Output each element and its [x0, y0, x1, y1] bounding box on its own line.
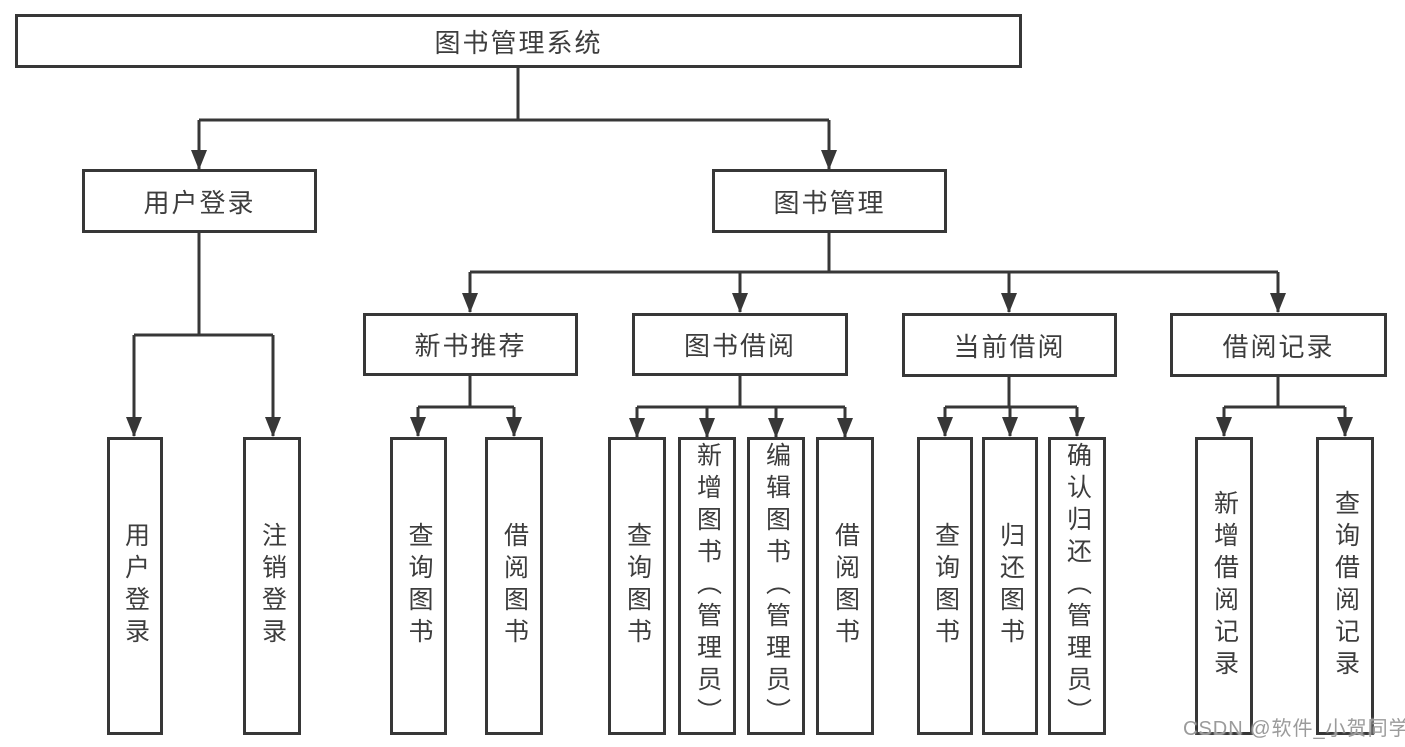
node-user-login-branch: 用户登录: [82, 169, 317, 233]
node-label: 借阅图书: [831, 522, 860, 650]
node-label: 图书管理: [773, 187, 886, 218]
node-book-borrow: 图书借阅: [632, 313, 848, 376]
node-label: 图书借阅: [683, 331, 796, 361]
node-label: 查询图书: [405, 522, 433, 650]
leaf-cb-confirm-return-admin: 确认归还（管理员）: [1048, 437, 1106, 735]
node-label: 借阅记录: [1222, 331, 1335, 362]
edge-borrow-record-children: [1216, 377, 1353, 437]
node-label: 用户登录: [121, 522, 150, 650]
node-label: 查询借阅记录: [1331, 490, 1360, 682]
csdn-watermark: CSDN @软件_小贺同学: [1183, 718, 1405, 740]
node-label: 用户登录: [143, 187, 256, 218]
edge-book-mgmt-children: [462, 233, 1286, 313]
node-label: 查询图书: [623, 522, 652, 650]
edge-root-to-level2: [191, 68, 837, 170]
leaf-br-query-record: 查询借阅记录: [1316, 437, 1374, 735]
leaf-bb-query-books: 查询图书: [608, 437, 666, 735]
node-new-book-recommend: 新书推荐: [363, 313, 578, 376]
leaf-nb-query-books: 查询图书: [390, 437, 447, 735]
node-borrow-record: 借阅记录: [1170, 313, 1387, 377]
node-label: 新增借阅记录: [1210, 490, 1239, 682]
node-book-mgmt-branch: 图书管理: [712, 169, 947, 233]
node-label: 确认归还（管理员）: [1063, 442, 1092, 730]
edge-book-borrow-children: [629, 376, 853, 438]
leaf-logout: 注销登录: [243, 437, 301, 735]
leaf-user-login: 用户登录: [107, 437, 163, 735]
node-library-system: 图书管理系统: [15, 14, 1022, 68]
node-label: 图书管理系统: [434, 27, 603, 58]
leaf-bb-borrow-books: 借阅图书: [816, 437, 874, 735]
node-label: 编辑图书（管理员）: [762, 442, 791, 730]
leaf-nb-borrow-books: 借阅图书: [485, 437, 543, 735]
node-label: 新书推荐: [414, 331, 527, 361]
leaf-cb-query-books: 查询图书: [917, 437, 973, 735]
edge-new-book-children: [410, 376, 522, 437]
node-label: 当前借阅: [953, 331, 1066, 362]
leaf-bb-edit-books-admin: 编辑图书（管理员）: [747, 437, 805, 735]
node-label: 归还图书: [996, 522, 1025, 650]
edge-user-login-children: [126, 233, 281, 437]
node-label: 查询图书: [931, 522, 960, 650]
node-label: 注销登录: [258, 522, 287, 650]
edge-current-borrow-children: [937, 377, 1085, 437]
leaf-br-add-record: 新增借阅记录: [1195, 437, 1253, 735]
node-label: 借阅图书: [500, 522, 529, 650]
leaf-bb-add-books-admin: 新增图书（管理员）: [678, 437, 736, 735]
leaf-cb-return-books: 归还图书: [982, 437, 1038, 735]
node-label: 新增图书（管理员）: [693, 442, 722, 730]
node-current-borrow: 当前借阅: [902, 313, 1117, 377]
